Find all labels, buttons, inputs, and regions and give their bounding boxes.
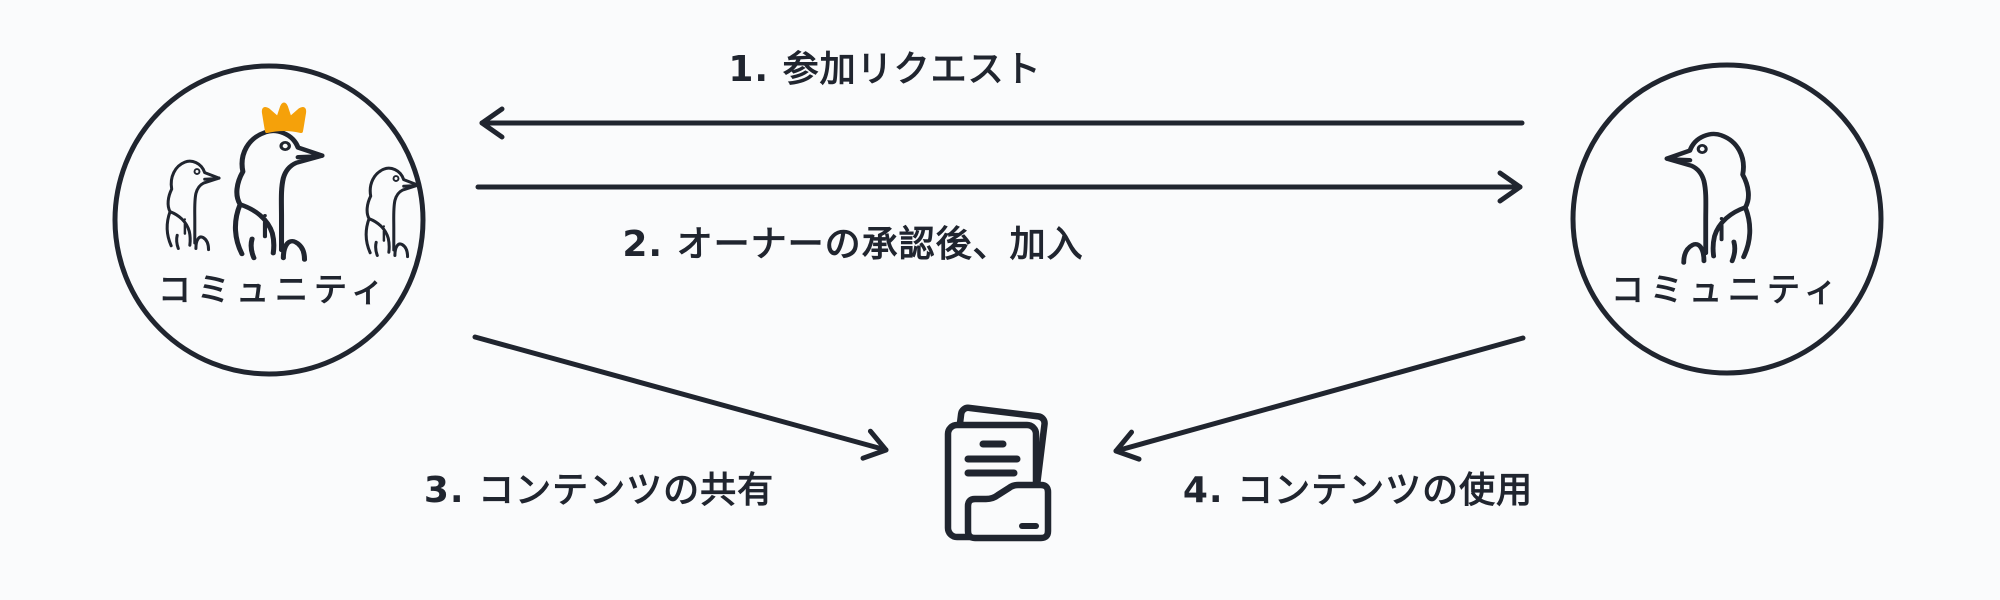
step-3-label: 3. コンテンツの共有 bbox=[423, 470, 775, 511]
step-4-label: 4. コンテンツの使用 bbox=[1182, 470, 1534, 511]
arrow-share-content bbox=[472, 334, 889, 461]
step-2-label: 2. オーナーの承認後、加入 bbox=[622, 224, 1084, 265]
right-community-circle bbox=[1570, 62, 1884, 376]
crown-icon bbox=[261, 102, 307, 133]
penguin-icon bbox=[364, 166, 420, 259]
folder-documents-icon bbox=[944, 404, 1052, 542]
left-community-circle bbox=[112, 63, 426, 377]
penguin-owner-icon bbox=[235, 131, 322, 260]
left-community-label: コミュニティ bbox=[157, 270, 391, 309]
arrow-use-content bbox=[1113, 335, 1526, 462]
penguin-icon bbox=[165, 159, 221, 252]
penguin-icon bbox=[1667, 134, 1750, 263]
right-community-label: コミュニティ bbox=[1610, 270, 1844, 309]
step-1-label: 1. 参加リクエスト bbox=[728, 49, 1042, 90]
